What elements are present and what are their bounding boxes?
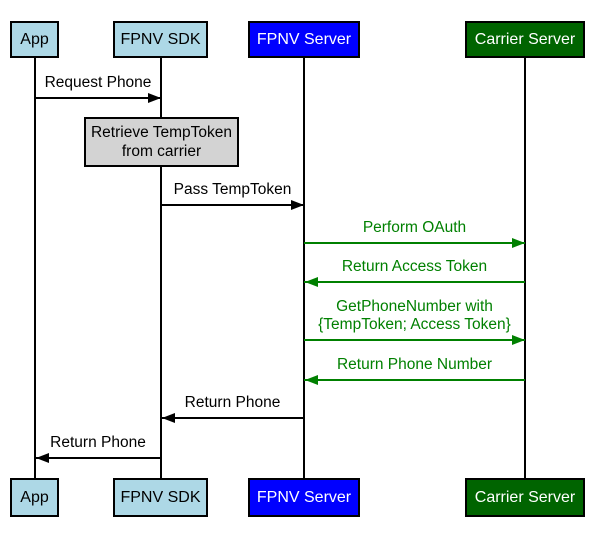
- message-label-line: Return Access Token: [341, 258, 488, 275]
- actor-label-carrier-bottom: Carrier Server: [474, 488, 576, 506]
- message-arrowhead: [162, 413, 175, 423]
- message-arrow-line: [304, 379, 525, 381]
- actor-box-server-bottom: FPNV Server: [248, 478, 360, 517]
- actor-box-app-bottom: App: [10, 478, 59, 517]
- actor-box-sdk-bottom: FPNV SDK: [113, 478, 208, 517]
- message-label: Return Phone Number: [304, 356, 525, 374]
- message-label: GetPhoneNumber with{TempToken; Access To…: [304, 298, 525, 334]
- message-label-line: {TempToken; Access Token}: [318, 316, 511, 333]
- lifeline-carrier: [524, 58, 526, 478]
- message-arrowhead: [36, 453, 49, 463]
- actor-label-sdk-bottom: FPNV SDK: [120, 488, 201, 506]
- actor-box-app-top: App: [10, 21, 59, 58]
- message-arrow-line: [304, 339, 525, 341]
- actor-box-carrier-bottom: Carrier Server: [465, 478, 585, 517]
- message-label: Request Phone: [35, 74, 161, 92]
- message-label-line: Pass TempToken: [173, 181, 292, 198]
- message-arrow-line: [304, 242, 525, 244]
- actor-label-carrier-top: Carrier Server: [474, 30, 576, 48]
- message-arrowhead: [148, 93, 161, 103]
- message-label-line: Return Phone: [50, 434, 146, 451]
- lifeline-sdk: [160, 58, 162, 478]
- lifeline-server: [303, 58, 305, 478]
- message-arrowhead: [512, 335, 525, 345]
- actor-label-server-top: FPNV Server: [256, 30, 352, 48]
- message-arrow-line: [161, 204, 304, 206]
- message-arrow-line: [35, 457, 161, 459]
- message-arrowhead: [291, 200, 304, 210]
- message-label-line: Request Phone: [44, 74, 152, 91]
- actor-box-carrier-top: Carrier Server: [465, 21, 585, 58]
- message-label-line: Return Phone Number: [336, 356, 493, 373]
- message-label: Return Phone: [161, 394, 304, 412]
- message-label-line: GetPhoneNumber with: [336, 298, 493, 315]
- message-label: Return Phone: [35, 434, 161, 452]
- message-arrow-line: [35, 97, 161, 99]
- message-arrowhead: [305, 277, 318, 287]
- note-box: Retrieve TempToken from carrier: [84, 117, 239, 167]
- message-arrow-line: [304, 281, 525, 283]
- message-label-line: Perform OAuth: [362, 219, 467, 236]
- message-label: Perform OAuth: [304, 219, 525, 237]
- actor-label-app-top: App: [20, 30, 49, 48]
- actor-box-sdk-top: FPNV SDK: [113, 21, 208, 58]
- actor-label-server-bottom: FPNV Server: [256, 488, 352, 506]
- actor-box-server-top: FPNV Server: [248, 21, 360, 58]
- message-label: Pass TempToken: [161, 181, 304, 199]
- actor-label-app-bottom: App: [20, 488, 49, 506]
- message-label: Return Access Token: [304, 258, 525, 276]
- actor-label-sdk-top: FPNV SDK: [120, 30, 201, 48]
- message-arrow-line: [161, 417, 304, 419]
- lifeline-app: [34, 58, 36, 478]
- message-arrowhead: [512, 238, 525, 248]
- note-text-line: from carrier: [121, 143, 202, 160]
- message-label-line: Return Phone: [184, 394, 281, 411]
- message-arrowhead: [305, 375, 318, 385]
- note-text-line: Retrieve TempToken: [90, 124, 232, 141]
